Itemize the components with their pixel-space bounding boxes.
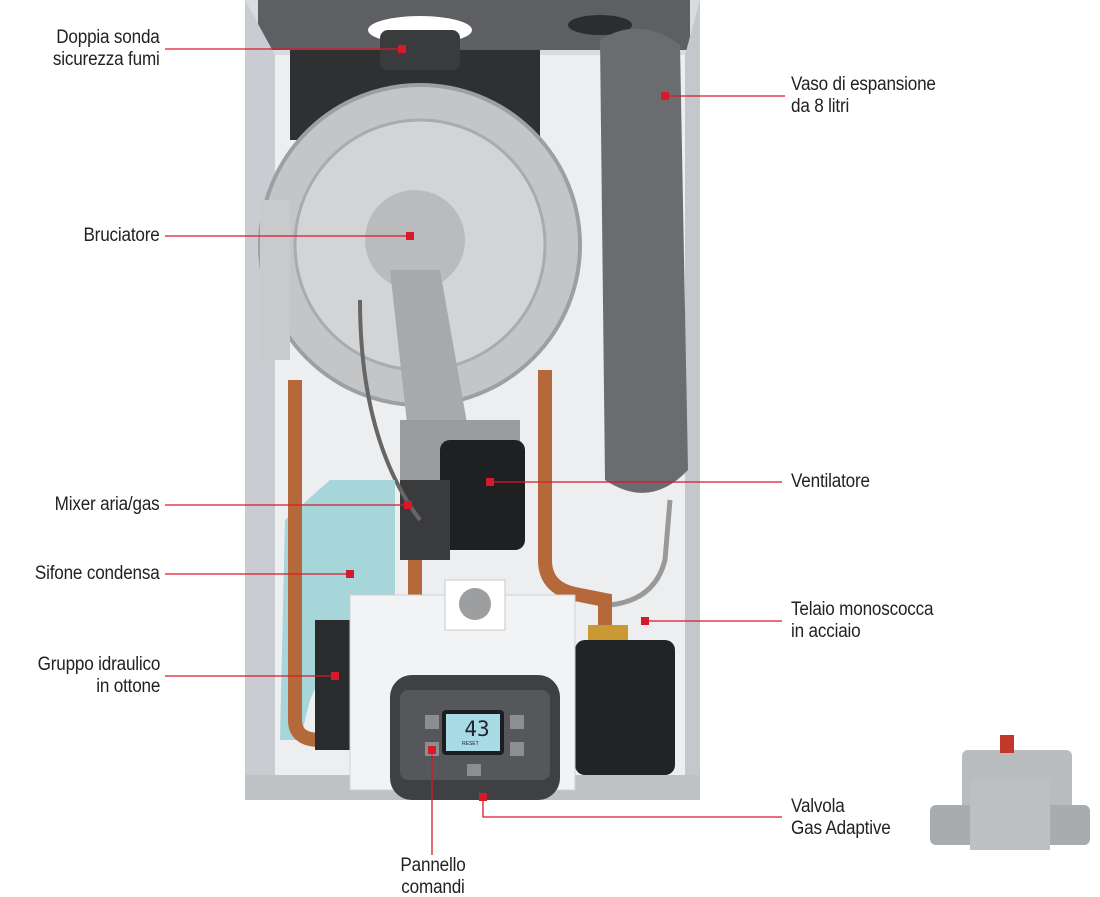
- lcd-display: [446, 714, 500, 751]
- mixer: [400, 480, 450, 560]
- leader-markers: [331, 45, 669, 801]
- pump: [575, 640, 675, 775]
- flue-sensor: [380, 30, 460, 70]
- label-expansion-vessel: Vaso di espansione da 8 litri: [791, 74, 936, 117]
- label-frame: Telaio monoscocca in acciaio: [791, 599, 934, 642]
- label-mixer: Mixer aria/gas: [55, 494, 160, 515]
- casing-top: [258, 0, 690, 50]
- expansion-vessel: [600, 28, 688, 493]
- label-control-panel: Pannello comandi: [400, 855, 466, 897]
- button-up-left[interactable]: [425, 715, 439, 729]
- label-hydraulic-group: Gruppo idraulico in ottone: [37, 654, 160, 697]
- button-up-right[interactable]: [510, 715, 524, 729]
- label-flue-sensor: Doppia sonda sicurezza fumi: [53, 27, 160, 70]
- label-burner: Bruciatore: [83, 225, 160, 246]
- condensate-siphon: [280, 480, 395, 740]
- button-down-right[interactable]: [510, 742, 524, 756]
- label-siphon: Sifone condensa: [35, 563, 160, 584]
- leader-lines: [165, 48, 785, 855]
- display-reset: RESET: [462, 741, 479, 747]
- label-gas-valve: Valvola Gas Adaptive: [791, 796, 891, 839]
- fan: [440, 440, 525, 550]
- button-menu[interactable]: [467, 764, 481, 776]
- display-temperature: 43: [464, 717, 490, 741]
- label-fan: Ventilatore: [791, 471, 870, 492]
